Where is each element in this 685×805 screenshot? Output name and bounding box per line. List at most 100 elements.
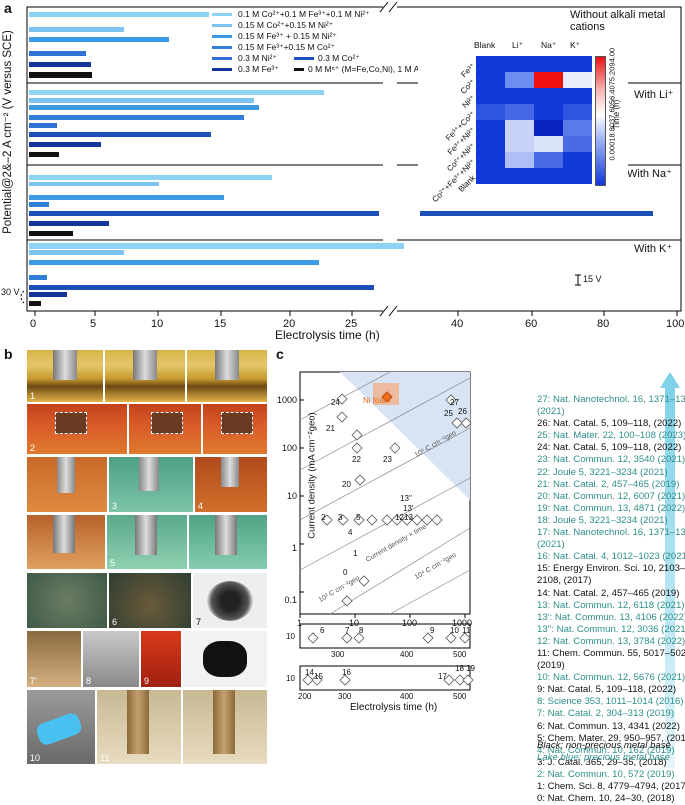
photo-10: 10 <box>27 690 95 764</box>
c-y-tick: 100 <box>281 443 297 453</box>
legend-item: 0.3 M Co²⁺ <box>318 53 360 63</box>
photo-number: 11 <box>100 753 110 763</box>
reference-item: 26: Nat. Catal. 5, 109–118, (2022) <box>537 418 682 430</box>
point-label: 22 <box>352 455 361 464</box>
photo-number: 4 <box>198 501 204 511</box>
sub-x-tick: 200 <box>298 692 312 701</box>
photo-1c <box>187 350 267 402</box>
c-x-tick: 100 <box>402 618 418 628</box>
photo-7prime: 7' <box>27 631 81 687</box>
reference-list: 27: Nat. Nanotechnol. 16, 1371–1377(2021… <box>537 394 685 805</box>
colorbar-tick: 94.00 <box>607 47 617 67</box>
x-tick: 25 <box>345 318 358 330</box>
sub-point-label: 18 <box>455 664 464 673</box>
photo-3b: 3 <box>109 457 193 512</box>
sub-point-label: 16 <box>342 668 351 677</box>
reference-item: 22: Joule 5, 3221–3234 (2021) <box>537 466 668 478</box>
reference-item: 6: Nat. Commun. 13, 4341 (2022) <box>537 720 680 732</box>
x-tick: 0 <box>30 318 37 330</box>
trend-arrow <box>660 372 680 768</box>
point-label: 25 <box>444 409 453 418</box>
photo-8: 8 <box>83 631 139 687</box>
sub-point-label: 8 <box>359 626 364 635</box>
group-label-li: With Li⁺ <box>634 89 674 101</box>
sub-point-label: 19 <box>466 664 475 673</box>
photo-3c: 4 <box>195 457 267 512</box>
photo-1a: 1 <box>27 350 103 402</box>
heatmap-grid <box>476 56 592 184</box>
x-tick: 40 <box>451 318 464 330</box>
x-tick: 15 <box>214 318 227 330</box>
colorbar <box>595 56 606 186</box>
photo-3a <box>27 457 107 512</box>
photo-6b: 6 <box>109 573 191 628</box>
point-label: 0 <box>343 568 348 577</box>
heatmap-col: Na⁺ <box>541 40 557 50</box>
heatmap-col: Blank <box>474 40 496 50</box>
reference-item: 3: J. Catal. 365, 29–35, (2018) <box>537 756 667 768</box>
reference-item-continued: (2021) <box>537 539 565 551</box>
photo-number: 7' <box>30 676 37 686</box>
point-label: 24 <box>331 398 340 407</box>
panel-a-label: a <box>4 0 12 16</box>
scale-bar-label-2: 30 V <box>1 287 20 297</box>
point-label: 20 <box>342 480 351 489</box>
x-axis-label: Electrolysis time (h) <box>275 328 380 342</box>
heatmap-inset: Blank Li⁺ Na⁺ K⁺ Fe³⁺ Co²⁺ Ni²⁺ Fe³⁺+Co²… <box>418 36 628 204</box>
panel-c-ylabel: Current density (mA cm⁻²geo) <box>306 412 318 539</box>
reference-item: 11: Chem. Commun. 55, 5017–5020, <box>537 647 685 659</box>
x-tick: 100 <box>666 318 685 330</box>
sub-point-label: 10 <box>450 626 459 635</box>
photo-number: 2 <box>30 443 36 453</box>
photo-1b <box>105 350 185 402</box>
reference-item: 9: Nat. Catal. 5, 109–118, (2022) <box>537 684 677 696</box>
reference-item-continued: (2021) <box>537 406 565 418</box>
c-y-tick: 10 <box>286 491 297 501</box>
reference-item: 20: Nat. Commun. 12, 6007 (2021) <box>537 490 685 502</box>
reference-item: 16: Nat. Catal. 4, 1012–1023 (2021) <box>537 551 685 563</box>
scale-bar-label: 15 V <box>583 274 602 284</box>
legend-item: 0.15 M Fe³⁺ + 0.15 M Ni²⁺ <box>238 31 337 41</box>
x-tick: 80 <box>597 318 610 330</box>
point-label: 2 <box>321 513 326 522</box>
point-label: 3 <box>338 513 343 522</box>
c-x-tick: 1 <box>297 618 303 628</box>
x-tick: 5 <box>90 318 97 330</box>
photo-2a: 2 <box>27 404 127 454</box>
reference-item: 24: Nat. Catal. 5, 109–118, (2022) <box>537 442 682 454</box>
reference-item: 14: Nat. Catal. 2, 457–465 (2019) <box>537 587 680 599</box>
reference-item-continued: 2108, (2017) <box>537 575 592 587</box>
sub-point-label: 7 <box>345 626 350 635</box>
photo-2c <box>203 404 267 454</box>
heatmap-col: Li⁺ <box>512 40 524 50</box>
reference-item: 21: Nat. Catal. 2, 457–465 (2019) <box>537 478 680 490</box>
sub-axis-y: 10 <box>286 674 295 683</box>
reference-item: 13'': Nat. Commun. 12, 3036 (2021) <box>537 623 685 635</box>
point-label: 21 <box>326 424 335 433</box>
sub-point-label: 11 <box>462 626 471 635</box>
c-y-tick: 1000 <box>276 395 297 405</box>
photo-5a <box>27 515 105 569</box>
y-axis-label: Potential@2&–2 A cm⁻² (V versus SCE) <box>2 30 14 234</box>
reference-item: 19: Nat. Commun. 13, 4871 (2022) <box>537 502 685 514</box>
sub-axis-y: 10 <box>286 632 295 641</box>
reference-item: 7: Nat. Catal. 2, 304–313 (2019) <box>537 708 675 720</box>
point-label: 23 <box>383 455 392 464</box>
photo-number: 9 <box>144 676 150 686</box>
reference-item: 10: Nat. Commun. 12, 5676 (2021) <box>537 672 685 684</box>
x-tick: 10 <box>151 318 164 330</box>
legend-item: 0 M Mⁿ⁺ (M=Fe,Co,Ni), 1 M AMC <box>308 64 433 74</box>
reference-item: 1: Chem. Sci. 8, 4779–4794, (2017) <box>537 781 685 792</box>
point-label: 5 <box>356 513 361 522</box>
reference-item: 17: Nat. Nanotechnol. 16, 1371–1377 <box>537 527 685 539</box>
reference-item: 0: Nat. Chem. 10, 24–30, (2018) <box>537 793 675 805</box>
reference-item: 8: Science 353, 1011–1014 (2016) <box>537 696 684 708</box>
sub-point-label: 17 <box>438 672 447 681</box>
panel-a-chart <box>20 1 682 317</box>
sub-x-tick: 400 <box>400 692 414 701</box>
photo-9: 9 <box>141 631 181 687</box>
legend-item: 0.1 M Co²⁺+0.1 M Fe³⁺+0.1 M Ni²⁺ <box>238 9 370 19</box>
x-tick: 20 <box>283 318 296 330</box>
legend-blue-text: Lake blue: precious metal base <box>537 752 670 763</box>
reference-item: 5: Chem. Mater. 29, 950–957, (2017) <box>537 732 685 744</box>
